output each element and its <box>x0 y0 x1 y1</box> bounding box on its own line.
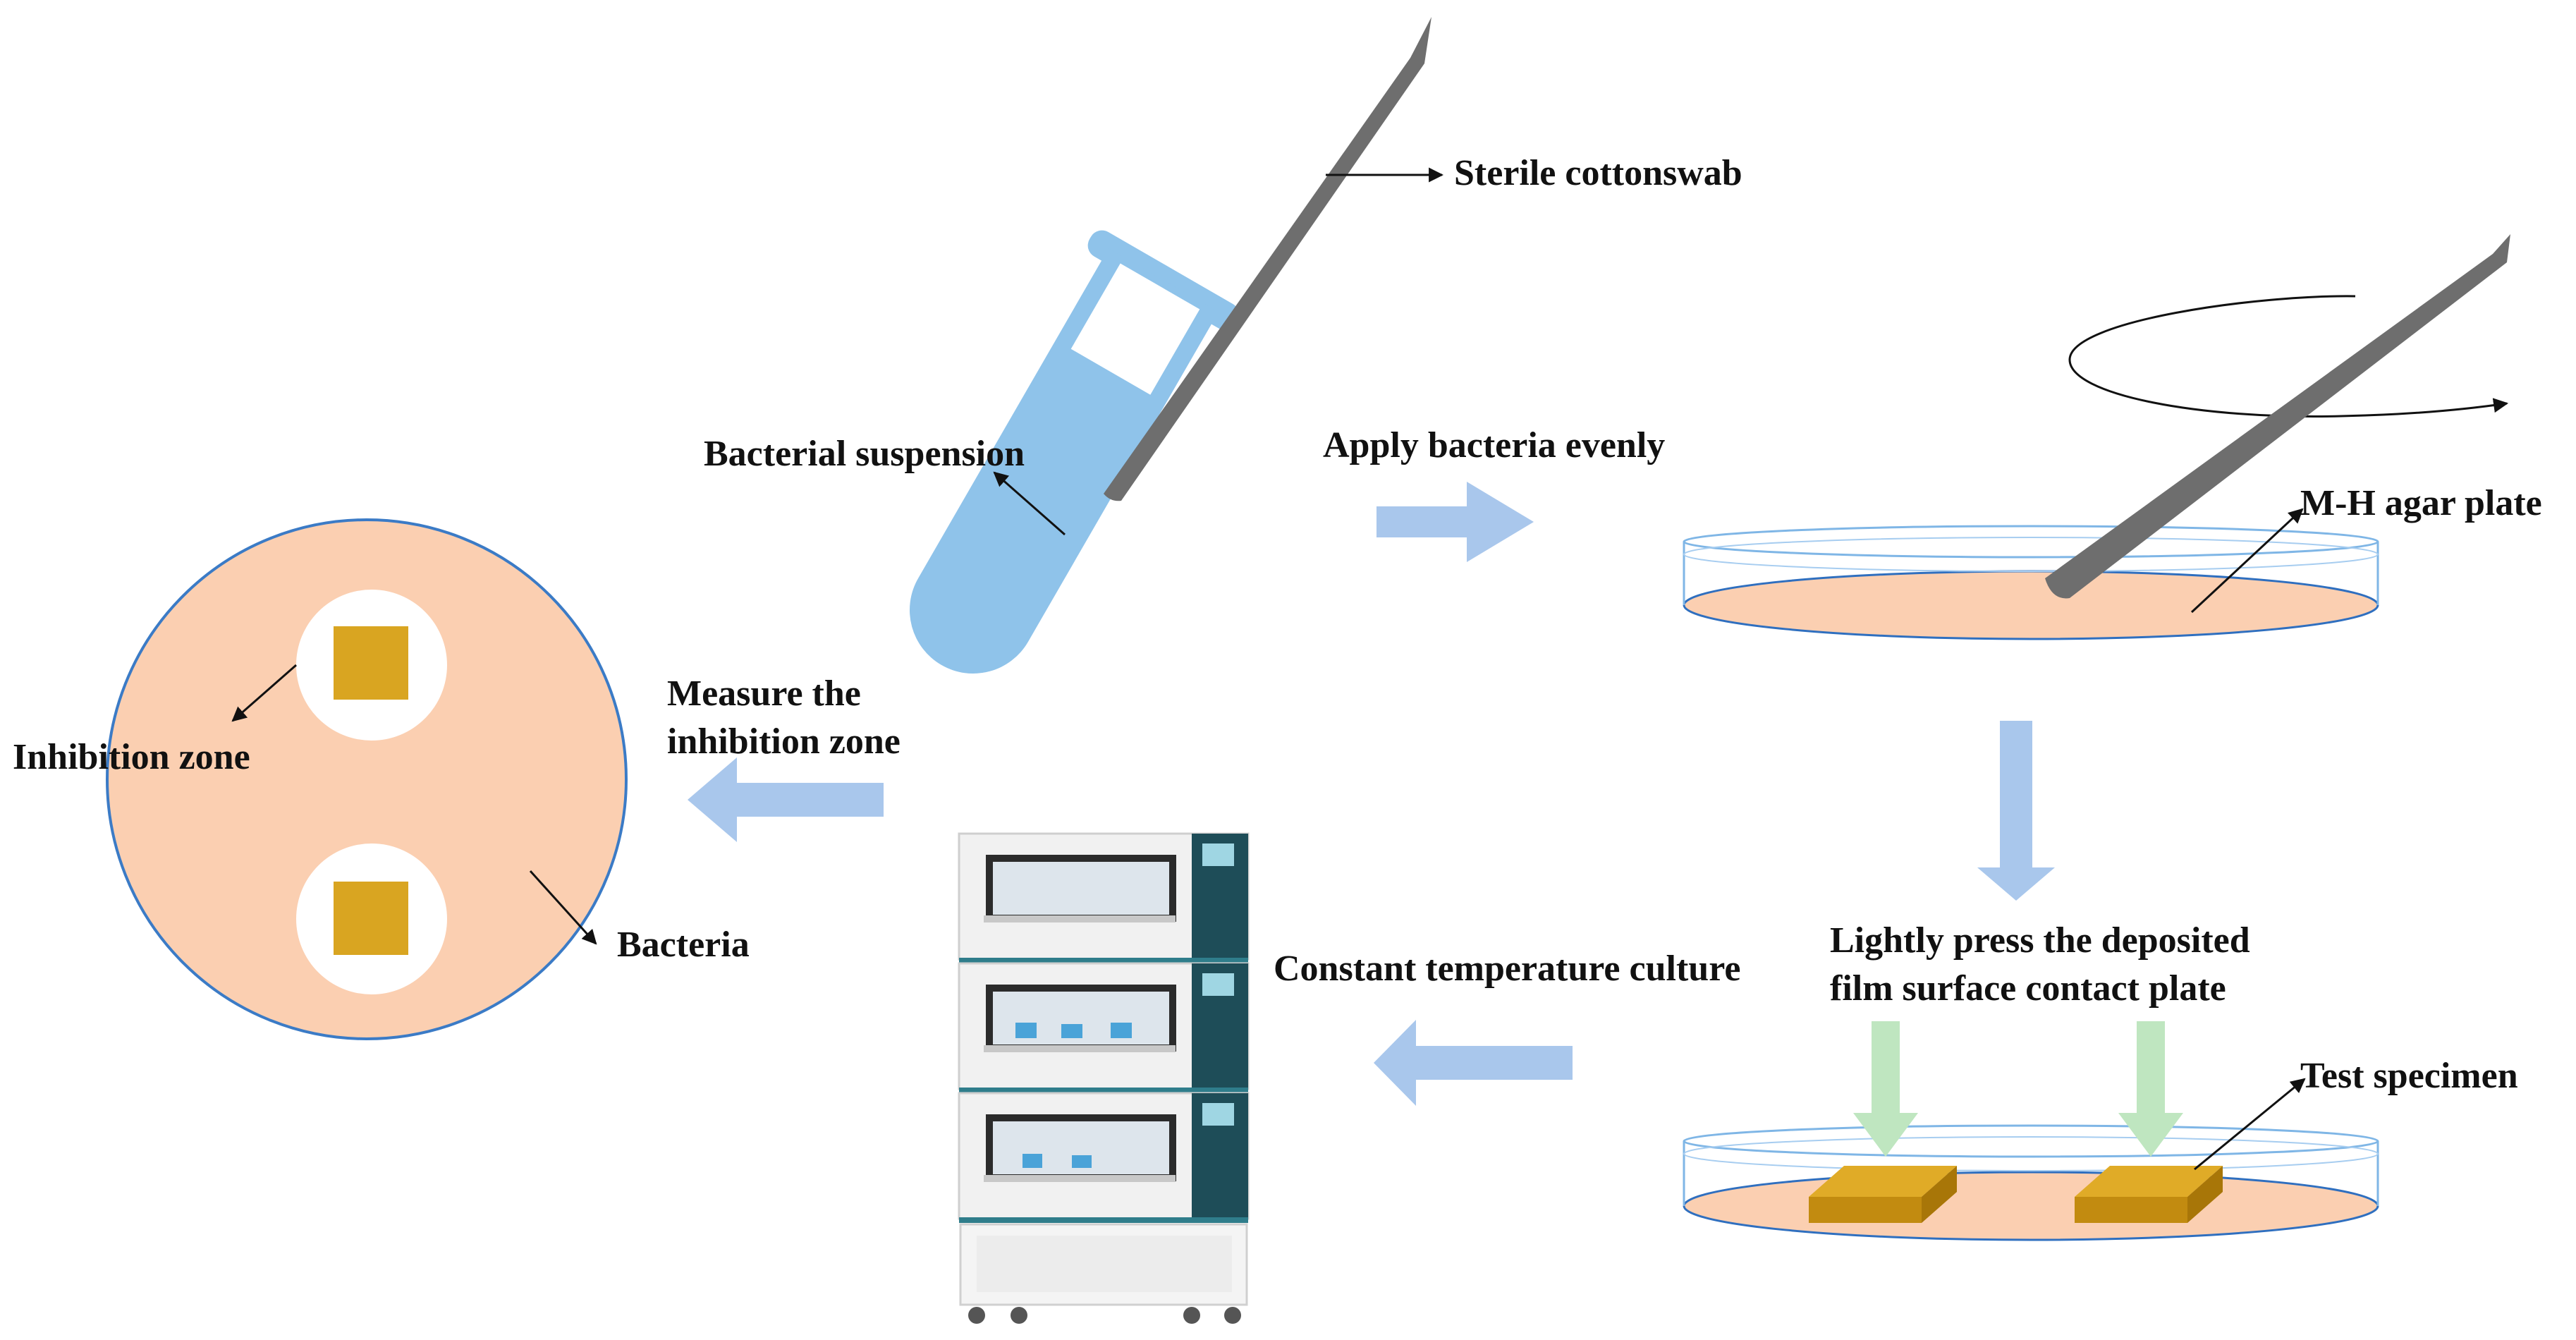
test-tube <box>910 230 1240 674</box>
result-plate-agar <box>106 518 628 1040</box>
press-arrow-right <box>2118 1021 2183 1157</box>
label-constant-temp: Constant temperature culture <box>1274 949 1740 989</box>
label-mh-agar-plate: M-H agar plate <box>2300 483 2542 523</box>
label-sterile-cottonswab: Sterile cottonswab <box>1454 153 1742 193</box>
arrow-apply-right <box>1376 482 1534 562</box>
label-test-specimen: Test specimen <box>2300 1056 2518 1096</box>
label-bacterial-suspension: Bacterial suspension <box>704 434 1025 474</box>
press-plate <box>1683 1124 2379 1241</box>
label-bacteria: Bacteria <box>617 925 750 965</box>
sterile-cottonswab <box>1104 17 1432 501</box>
label-inhibition-zone: Inhibition zone <box>13 737 250 777</box>
test-specimen-right <box>2075 1166 2223 1223</box>
inhibition-zone-pointer <box>231 664 297 722</box>
mh-agar-pointer <box>2190 508 2304 614</box>
arrow-measure-left <box>688 757 884 842</box>
test-specimen-left <box>1809 1166 1957 1223</box>
spreading-swab <box>2045 234 2510 599</box>
mh-agar-plate <box>1683 525 2379 640</box>
result-plate <box>106 518 628 1040</box>
specimen-square-top <box>334 626 408 700</box>
suspension-pointer <box>993 471 1066 536</box>
bacteria-pointer <box>529 870 597 945</box>
test-specimen-pointer <box>2194 1078 2306 1171</box>
label-lightly-press-2: film surface contact plate <box>1830 968 2226 1009</box>
specimen-square-bottom <box>334 882 408 955</box>
arrow-culture-left <box>1374 1020 1573 1106</box>
label-measure-1: Measure the <box>667 674 861 714</box>
label-lightly-press-1: Lightly press the deposited <box>1830 920 2250 961</box>
press-arrow-left <box>1853 1021 1918 1157</box>
arrow-down <box>1977 721 2055 901</box>
label-apply-bacteria: Apply bacteria evenly <box>1323 425 1665 465</box>
rotation-path <box>2068 295 2509 418</box>
incubator <box>958 832 1250 1324</box>
label-measure-2: inhibition zone <box>667 721 901 762</box>
